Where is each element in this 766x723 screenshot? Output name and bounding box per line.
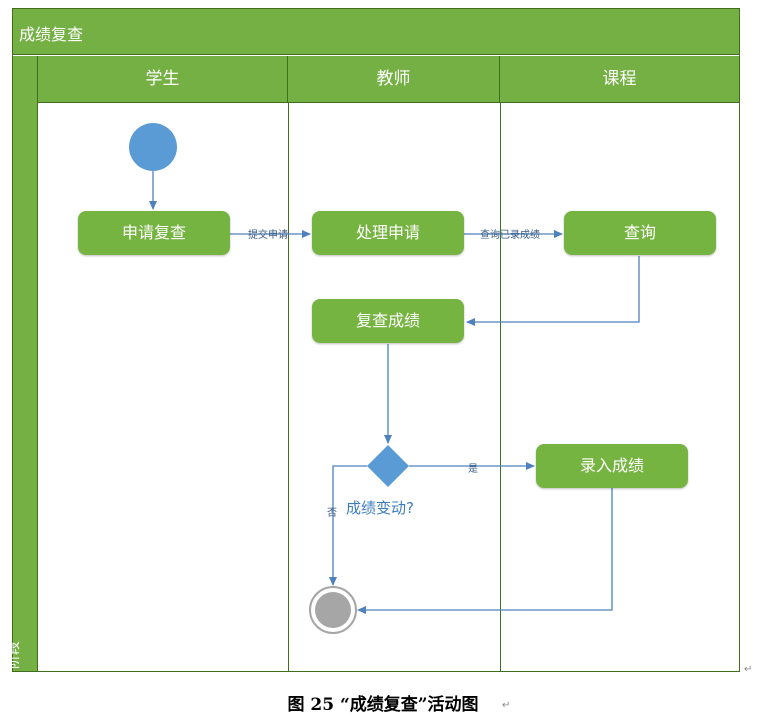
activity-review-grades: 复查成绩 [312,299,464,343]
activity-apply-review: 申请复查 [78,211,230,255]
lane-divider [500,103,501,671]
pool-title: 成绩复查 [19,25,84,44]
lane-header-course: 课程 [500,56,740,103]
initial-node [129,123,177,171]
edge-label-yes: 是 [468,464,478,475]
pool-title-bar: 成绩复查 [13,9,739,55]
lane-header-student: 学生 [38,56,288,103]
decision-node [367,445,409,487]
stage-bar [13,56,38,671]
caption-paragraph-mark: ↵ [502,700,511,711]
decision-label: 成绩变动? [346,499,414,517]
lane-divider [288,103,289,671]
edge-label-submit-request: 提交申请 [248,230,288,241]
activity-query: 查询 [564,211,716,255]
activity-handle-request: 处理申请 [312,211,464,255]
activity-enter-grades: 录入成绩 [536,444,688,488]
edge-enter-to-end [357,488,613,614]
final-node [315,592,351,628]
edge-no [329,465,367,586]
edge-query-to-review [466,256,640,326]
lane-header-teacher: 教师 [288,56,500,103]
edge-label-no: 否 [327,508,337,519]
paragraph-mark: ↵ [744,664,753,675]
figure-caption: 图 25 “成绩复查”活动图 [287,695,479,715]
edge-label-query-entered-grades: 查询已录成绩 [480,230,540,241]
